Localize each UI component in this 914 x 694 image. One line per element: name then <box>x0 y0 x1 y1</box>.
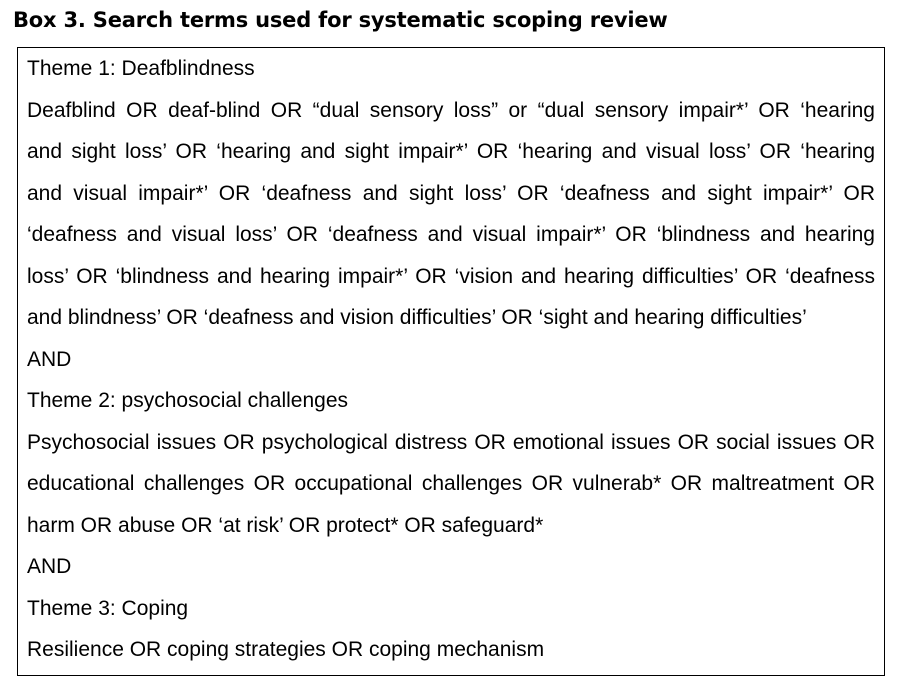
theme-1-terms-line-2: and sight loss’ OR ‘hearing and sight im… <box>27 140 875 163</box>
theme-2-terms-line-1: Psychosocial issues OR psychological dis… <box>27 430 875 454</box>
theme-2-terms-line-3: harm OR abuse OR ‘at risk’ OR protect* O… <box>27 513 544 537</box>
theme-1-terms-line-6: and blindness’ OR ‘deafness and vision d… <box>27 306 807 329</box>
theme-2-heading: Theme 2: psychosocial challenges <box>27 389 349 412</box>
theme-1-terms-line-3: and visual impair*’ OR ‘deafness and sig… <box>27 181 875 205</box>
theme-3-terms-line-1: Resilience OR coping strategies OR copin… <box>27 638 545 661</box>
and-connector-1: AND <box>27 347 72 371</box>
theme-1-terms-line-1: Deafblind OR deaf-blind OR “dual sensory… <box>27 98 875 122</box>
theme-1-heading: Theme 1: Deafblindness <box>27 57 255 80</box>
theme-2-terms-line-2: educational challenges OR occupational c… <box>27 472 875 495</box>
theme-1-terms-line-4: ‘deafness and visual loss’ OR ‘deafness … <box>27 223 875 246</box>
and-connector-2: AND <box>27 555 72 578</box>
theme-1-terms-line-5: loss’ OR ‘blindness and hearing impair*’… <box>27 264 875 288</box>
search-terms-box: Theme 1: Deafblindness Deafblind OR deaf… <box>17 47 885 676</box>
theme-3-heading: Theme 3: Coping <box>27 596 189 620</box>
box-title: Box 3. Search terms used for systematic … <box>13 8 668 32</box>
